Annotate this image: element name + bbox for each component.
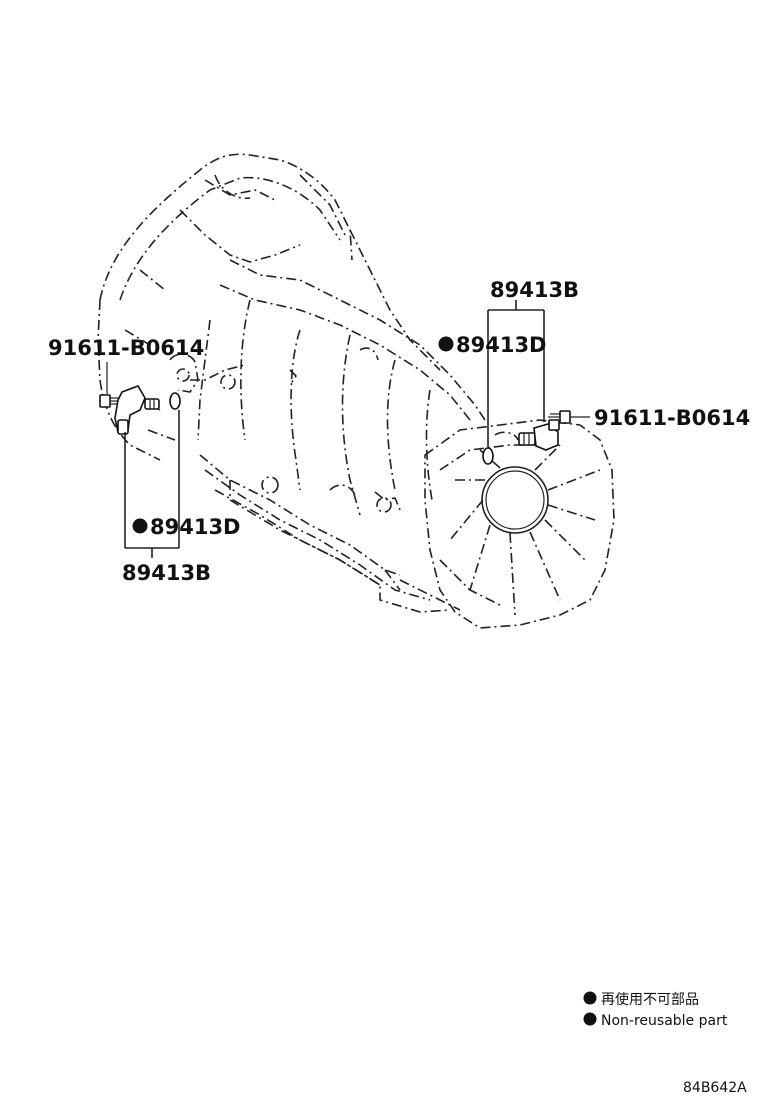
left-speed-sensor xyxy=(114,385,160,435)
drawing-code: 84B642A xyxy=(683,1080,747,1096)
legend-text-japanese: 再使用不可部品 xyxy=(601,991,699,1008)
transmission-housing xyxy=(97,153,615,629)
left-seal-callout: 89413D xyxy=(150,515,241,539)
left-bolt xyxy=(99,394,122,408)
left-bolt-callout: 91611-B0614 xyxy=(48,336,204,360)
non-reusable-marker-icon xyxy=(583,991,597,1005)
right-seal-callout: 89413D xyxy=(456,333,547,357)
right-bolt-callout: 91611-B0614 xyxy=(594,406,750,430)
left-o-ring-seal xyxy=(169,392,181,410)
right-speed-sensor-assembly xyxy=(482,300,590,465)
right-o-ring-seal xyxy=(482,447,494,465)
legend: 再使用不可部品 Non-reusable part xyxy=(583,991,728,1029)
non-reusable-marker-icon xyxy=(583,1012,597,1026)
left-sensor-callout: 89413B xyxy=(122,561,211,585)
right-speed-sensor xyxy=(518,419,560,451)
right-sensor-callout: 89413B xyxy=(490,278,579,302)
left-speed-sensor-assembly xyxy=(99,362,181,558)
non-reusable-marker-icon xyxy=(132,518,148,534)
legend-text-english: Non-reusable part xyxy=(601,1013,728,1029)
non-reusable-marker-icon xyxy=(438,336,454,352)
